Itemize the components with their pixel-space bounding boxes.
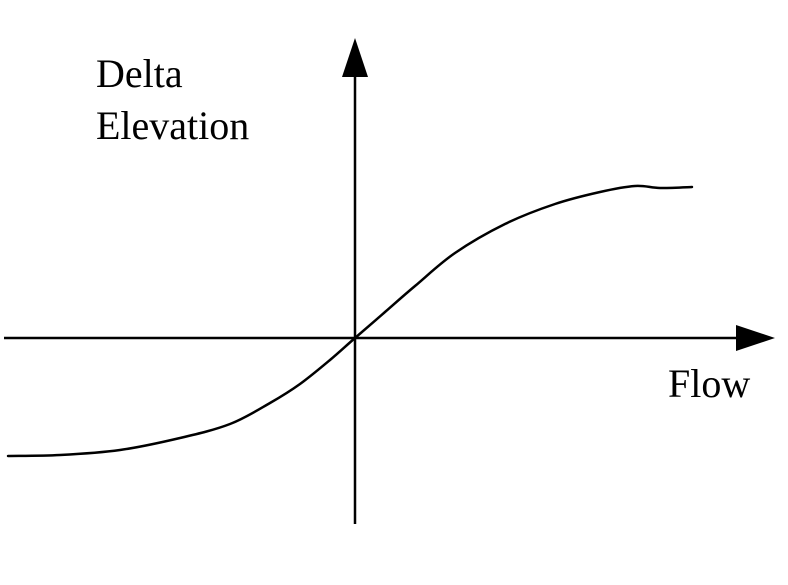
y-axis-label: Delta Elevation bbox=[96, 48, 249, 152]
flow-curve bbox=[6, 184, 694, 458]
x-axis-arrow-icon bbox=[736, 325, 775, 351]
y-axis-label-line-1: Delta bbox=[96, 51, 183, 96]
x-axis-label: Flow bbox=[668, 361, 751, 406]
y-axis-label-line-2: Elevation bbox=[96, 103, 250, 148]
y-axis-arrow-icon bbox=[342, 38, 368, 77]
